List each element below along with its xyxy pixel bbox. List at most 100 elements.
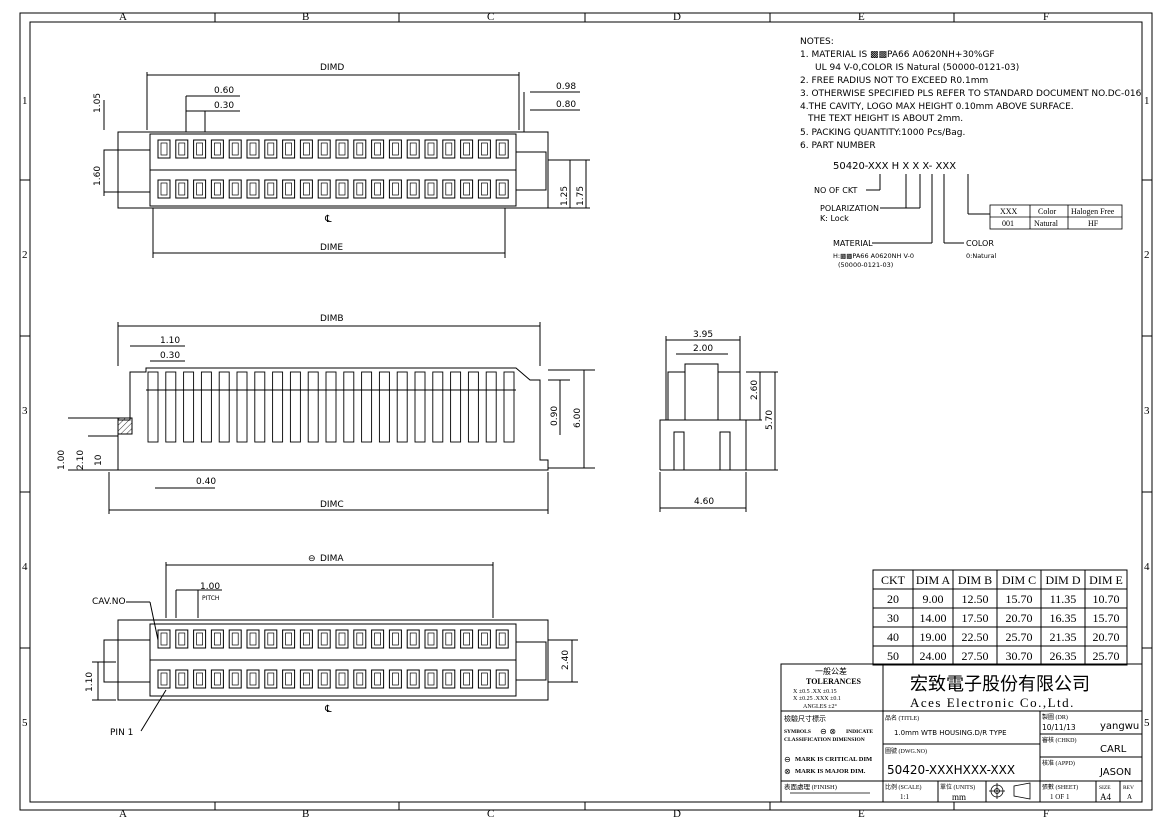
pin-cavity — [317, 669, 331, 689]
side-tooth — [378, 371, 390, 443]
pin-contact — [445, 632, 453, 646]
pin-cavity — [353, 669, 367, 689]
table-header-cell: CKT — [881, 573, 906, 587]
pin-cavity — [282, 179, 296, 199]
pin-contact — [196, 632, 203, 646]
pin-cavity — [299, 139, 313, 159]
table-cell: 14.00 — [920, 611, 947, 625]
pin-cavity — [353, 179, 367, 199]
pitch-label: PITCH — [202, 595, 219, 602]
tol-l2: X ±0.25 .XXX ±0.1 — [793, 696, 841, 702]
pin-contact — [445, 182, 453, 196]
pin-cavity — [317, 139, 331, 159]
bottom-view — [92, 562, 578, 732]
pin-cavity — [228, 139, 242, 159]
pin-cavity — [495, 629, 509, 649]
pin-cavity — [175, 669, 189, 689]
pin-contact — [249, 142, 257, 156]
pin-contact — [445, 672, 453, 686]
table-header-cell: DIM D — [1046, 573, 1081, 587]
pin-contact — [196, 672, 203, 686]
pin-cavity — [246, 179, 260, 199]
dim-090: 0.90 — [550, 406, 560, 426]
indicate-label: INDICATE — [846, 729, 873, 735]
table-cell: 22.50 — [962, 630, 989, 644]
column-marker-top: B — [302, 11, 309, 23]
pin-contact — [214, 182, 221, 196]
dim-125: 1.25 — [560, 186, 570, 206]
tol-l1: X ±0.5 .XX ±0.15 — [793, 689, 837, 695]
column-marker-top: D — [673, 11, 681, 23]
side-tooth — [503, 371, 515, 443]
row-marker-right: 5 — [1144, 717, 1150, 729]
symbol-icons: ⊖ ⊗ — [820, 727, 836, 736]
pin-cavity — [246, 139, 260, 159]
table-cell: 24.00 — [920, 649, 947, 663]
pin-cavity — [246, 669, 260, 689]
pin-cavity — [424, 629, 438, 649]
side-tooth — [147, 371, 159, 443]
outer-border — [19, 12, 1153, 811]
pin-contact — [320, 142, 328, 156]
scale-label: 比例 (SCALE) — [885, 783, 922, 791]
pin-contact — [231, 672, 239, 686]
major-icon: ⊗ — [784, 767, 791, 776]
pin-cavity — [264, 669, 278, 689]
table-cell: 12.50 — [962, 592, 989, 606]
tol-en: TOLERANCES — [806, 677, 862, 686]
table-cell: 16.35 — [1050, 611, 1077, 625]
pin-contact — [231, 632, 239, 646]
dim-098: 0.98 — [556, 82, 576, 92]
material-h: H:▩▩PA66 A0620NH V-0 — [833, 252, 914, 260]
centerline-mark-bottom: ℄ — [324, 704, 332, 715]
table-cell: 10.70 — [1093, 592, 1120, 606]
side-tooth — [414, 371, 426, 443]
dim-160: 1.60 — [93, 166, 103, 186]
row-marker-right: 1 — [1144, 95, 1150, 107]
pin-contact — [303, 142, 310, 156]
title-block — [780, 663, 1143, 803]
pin-cavity — [424, 139, 438, 159]
material-label: MATERIAL — [833, 239, 873, 248]
pin-contact — [409, 672, 417, 686]
inner-border — [29, 21, 1143, 803]
row-marker-right: 4 — [1144, 561, 1150, 573]
pin-cavity — [388, 179, 402, 199]
pin-contact — [267, 632, 275, 646]
pin-contact — [463, 672, 470, 686]
dim-040: 0.40 — [196, 477, 216, 487]
pin-contact — [409, 182, 417, 196]
table-header-cell: DIM C — [1002, 573, 1036, 587]
row-marker-left: 4 — [22, 561, 28, 573]
dim-c-label: DIMC — [320, 500, 344, 510]
title-block-text: 一般公差 TOLERANCES X ±0.5 .XX ±0.15 X ±0.25… — [784, 666, 1139, 802]
dim-b-label: DIMB — [320, 314, 344, 324]
pin-contact — [481, 632, 488, 646]
pin-cavity — [335, 669, 349, 689]
suffix-header-xxx: XXX — [1000, 207, 1018, 216]
pin-contact — [160, 632, 168, 646]
pin-contact — [320, 632, 328, 646]
column-marker-top: A — [119, 11, 127, 23]
note-1: 1. MATERIAL IS ▩▩PA66 A0620NH+30%GF — [800, 50, 995, 60]
row-marker-left: 3 — [22, 405, 28, 417]
pin-contact — [374, 672, 381, 686]
note-5: 5. PACKING QUANTITY:1000 Pcs/Bag. — [800, 128, 965, 138]
pin-cavity — [424, 669, 438, 689]
pin-contact — [285, 142, 292, 156]
side-tooth — [432, 371, 444, 443]
pin-cavity — [335, 139, 349, 159]
dim-e-label: DIME — [320, 243, 343, 253]
side-tooth — [183, 371, 195, 443]
dim-a-mark: ⊖ — [308, 554, 316, 564]
pin-cavity — [442, 669, 456, 689]
dwg-label: 圖號 (DWG.NO) — [885, 747, 927, 755]
pin-cavity — [175, 179, 189, 199]
dim-a-label: DIMA — [320, 554, 344, 564]
side-tooth — [218, 371, 230, 443]
side-tooth — [200, 371, 212, 443]
suffix-row-hf: HF — [1088, 219, 1099, 228]
chkd-label: 審核 (CHKD) — [1042, 736, 1077, 744]
pin-contact — [427, 142, 435, 156]
